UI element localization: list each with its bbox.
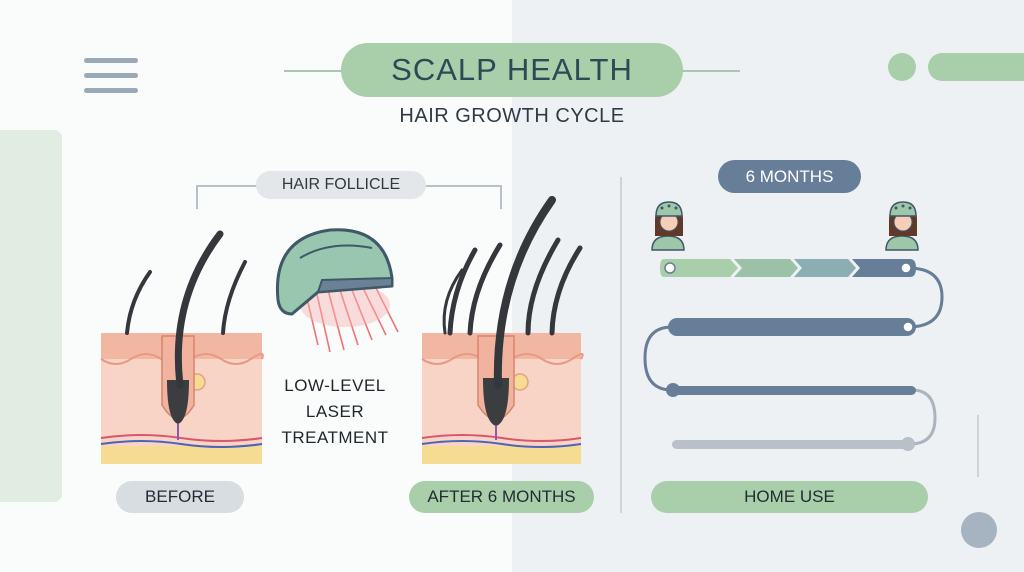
home-use-label: HOME USE (651, 481, 928, 513)
after-label: AFTER 6 MONTHS (409, 481, 594, 513)
before-label: BEFORE (116, 481, 244, 513)
laser-label-line3: TREATMENT (281, 428, 389, 447)
right-divider-tick (977, 415, 979, 477)
title-rule-left (284, 70, 344, 72)
vertical-divider (620, 177, 622, 513)
title-rule-right (680, 70, 740, 72)
laser-label-line1: LOW-LEVEL (284, 376, 386, 395)
laser-label-line2: LASER (305, 402, 365, 421)
corner-indicator-dot (961, 512, 997, 548)
page-title: SCALP HEALTH (341, 43, 683, 97)
duration-badge: 6 MONTHS (718, 160, 861, 193)
person-with-helmet-icon (885, 201, 919, 251)
hamburger-menu-icon[interactable] (84, 58, 138, 93)
top-indicator-dot (888, 53, 916, 81)
page-subtitle: HAIR GROWTH CYCLE (399, 105, 625, 127)
person-with-helmet-icon (651, 201, 685, 251)
left-side-panel (0, 130, 62, 502)
top-indicator-bar (928, 53, 1024, 81)
hair-follicle-label: HAIR FOLLICLE (256, 171, 426, 199)
laser-treatment-label: LOW-LEVEL LASER TREATMENT (268, 373, 402, 451)
